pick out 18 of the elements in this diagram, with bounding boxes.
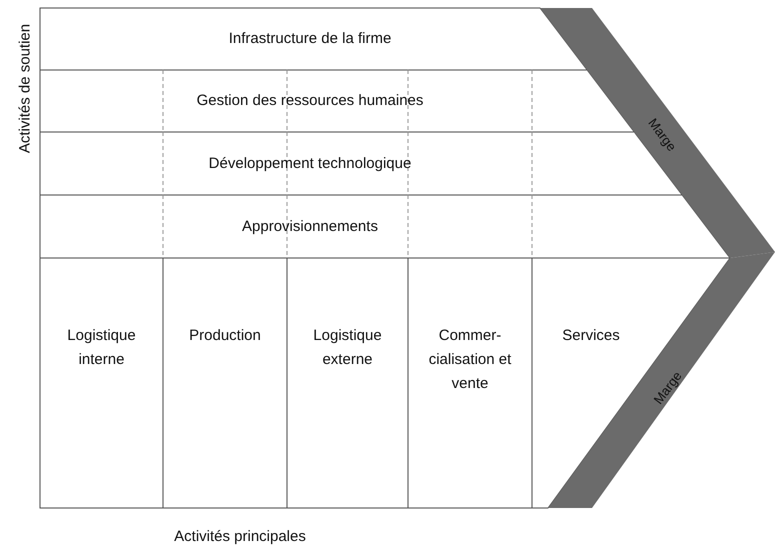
activity-label: Infrastructure de la firme (228, 29, 392, 49)
activity-label: Services (561, 326, 621, 346)
margin-band (540, 8, 775, 258)
support-activity-row (40, 70, 634, 132)
support-activity-row (40, 8, 588, 70)
activity-label: Commer- cialisation et vente (428, 326, 512, 394)
primary-activity-column (532, 258, 730, 508)
margin-band (548, 252, 775, 508)
activity-label: Production (188, 326, 262, 346)
activity-label: Logistique interne (66, 326, 137, 370)
activity-label: Logistique externe (312, 326, 383, 370)
activity-label: Développement technologique (208, 154, 412, 174)
axis-label: Activités principales (173, 528, 307, 545)
axis-label: Activités de soutien (16, 22, 34, 156)
activity-label: Approvisionnements (241, 216, 379, 236)
support-activity-row (40, 195, 730, 258)
activity-label: Gestion des ressources humaines (196, 91, 424, 111)
primary-activity-column (40, 258, 163, 508)
